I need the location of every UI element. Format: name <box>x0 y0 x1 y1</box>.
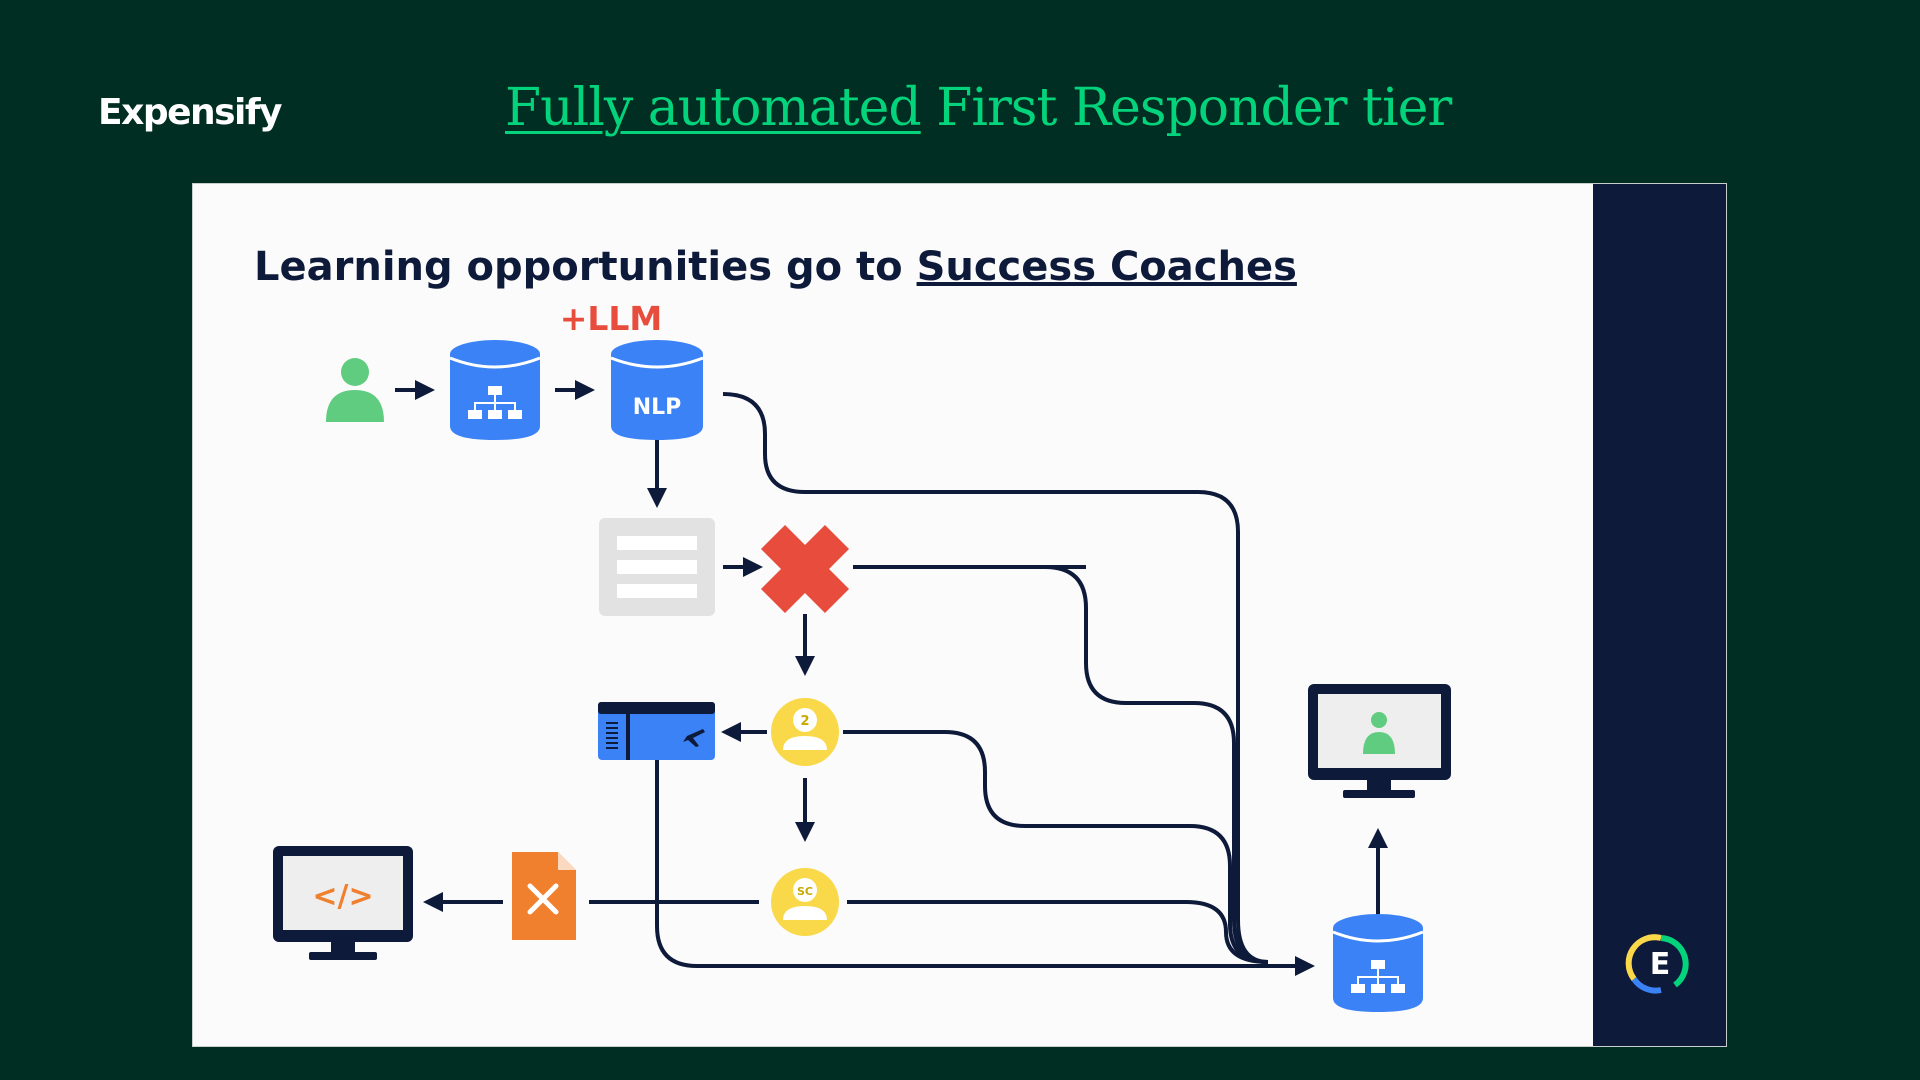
path-reject-to-db <box>853 565 1269 964</box>
connectors <box>395 380 1388 976</box>
user-monitor-icon <box>1308 684 1451 798</box>
coach-badge: SC <box>797 885 813 898</box>
flow-diagram: Learning opportunities go to Success Coa… <box>254 244 1689 1012</box>
ticket-icon <box>598 702 715 760</box>
path-nlp-to-db <box>722 392 1269 964</box>
diagram-heading: Learning opportunities go to Success Coa… <box>254 244 1297 290</box>
nlp-label: NLP <box>633 395 682 420</box>
slide-title-rest: First Responder tier <box>920 78 1452 138</box>
success-coach-icon: SC <box>771 868 839 936</box>
nlp-database-icon: NLP <box>610 340 704 440</box>
sidebar-strip <box>1593 184 1726 1046</box>
llm-label: +LLM <box>560 299 663 338</box>
screwdriver-icon <box>527 883 559 915</box>
path-tier2-to-db <box>843 730 1269 964</box>
slide-title-underlined: Fully automated <box>505 78 922 138</box>
developer-monitor-icon: </> <box>273 846 413 960</box>
org-chart-icon <box>468 386 522 419</box>
expensify-e-logo: E <box>1625 934 1689 994</box>
tool-document-icon <box>512 852 576 940</box>
database-icon <box>449 340 541 440</box>
path-coach-to-db <box>847 900 1269 964</box>
expensify-logo-text: Expensify <box>98 92 283 133</box>
logo-letter: E <box>1650 947 1671 982</box>
code-label: </> <box>312 879 373 914</box>
monitor-user-head <box>1371 712 1387 728</box>
heading-prefix: Learning opportunities go to <box>254 244 917 290</box>
database-output-icon <box>1332 914 1424 1012</box>
org-chart-icon-bottom <box>1351 960 1405 993</box>
path-ticket-to-db <box>655 760 1315 976</box>
form-icon <box>599 518 715 616</box>
diagram-panel: Learning opportunities go to Success Coa… <box>192 183 1727 1047</box>
slide-title: Fully automated First Responder tier <box>505 78 1452 138</box>
plane-icon <box>683 729 705 747</box>
tier2-agent-icon: 2 <box>771 698 839 766</box>
reject-x-icon <box>760 524 850 614</box>
user-icon <box>326 358 384 422</box>
tier2-badge: 2 <box>800 714 809 729</box>
heading-success-coaches: Success Coaches <box>917 244 1297 290</box>
